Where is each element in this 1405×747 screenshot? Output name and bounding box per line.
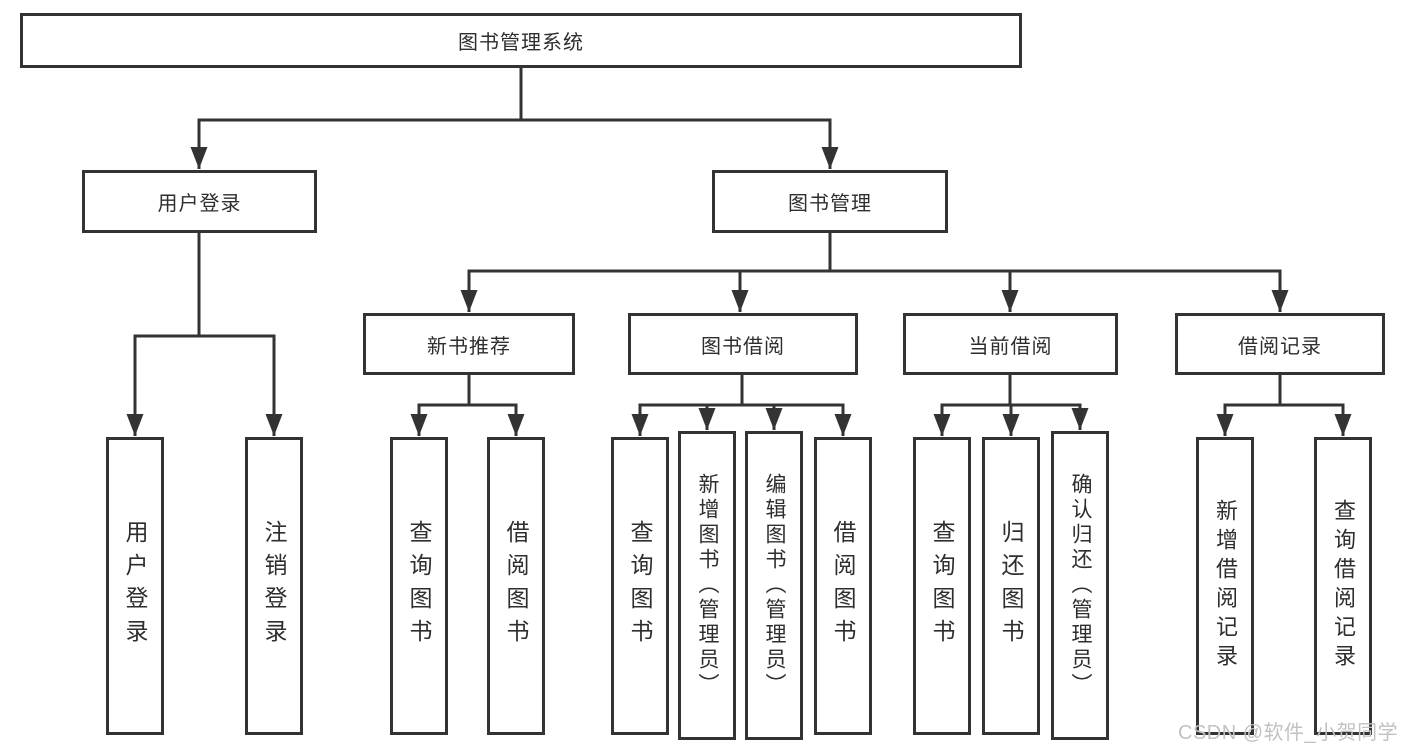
- watermark: CSDN @软件_小贺同学: [1178, 722, 1399, 744]
- leaf-label: 查询图书: [929, 520, 955, 652]
- leaf-label: 查询借阅记录: [1331, 499, 1356, 673]
- leaf-query-books-borrowing: 查询图书: [611, 437, 669, 735]
- leaf-query-borrow-record: 查询借阅记录: [1314, 437, 1372, 735]
- leaf-label: 借阅图书: [503, 520, 529, 652]
- node-label: 图书管理系统: [458, 32, 584, 54]
- node-label: 图书借阅: [701, 335, 785, 358]
- leaf-label: 新增图书（管理员）: [696, 473, 719, 698]
- leaf-return-books: 归还图书: [982, 437, 1040, 735]
- node-book-management: 图书管理: [712, 170, 948, 233]
- leaf-label: 查询图书: [627, 520, 653, 652]
- leaf-label: 编辑图书（管理员）: [763, 473, 786, 698]
- leaf-label: 新增借阅记录: [1213, 499, 1238, 673]
- node-label: 借阅记录: [1238, 335, 1322, 358]
- node-book-borrowing: 图书借阅: [628, 313, 858, 375]
- leaf-borrow-books-borrowing: 借阅图书: [814, 437, 872, 735]
- leaf-label: 确认归还（管理员）: [1069, 473, 1092, 698]
- leaf-add-borrow-record: 新增借阅记录: [1196, 437, 1254, 735]
- node-label: 当前借阅: [968, 335, 1053, 358]
- node-label: 新书推荐: [427, 335, 511, 358]
- node-new-book-recommendation: 新书推荐: [363, 313, 575, 375]
- leaf-label: 查询图书: [406, 520, 432, 652]
- node-user-login: 用户登录: [82, 170, 317, 233]
- leaf-confirm-return-admin: 确认归还（管理员）: [1051, 431, 1109, 740]
- leaf-label: 归还图书: [998, 520, 1024, 652]
- leaf-borrow-books-recommendation: 借阅图书: [487, 437, 545, 735]
- leaf-query-books-recommendation: 查询图书: [390, 437, 448, 735]
- leaf-edit-books-admin: 编辑图书（管理员）: [745, 431, 803, 740]
- node-borrowing-records: 借阅记录: [1175, 313, 1385, 375]
- node-label: 用户登录: [157, 193, 242, 215]
- leaf-label: 注销登录: [261, 520, 287, 652]
- node-current-borrowing: 当前借阅: [903, 313, 1118, 375]
- leaf-logout: 注销登录: [245, 437, 303, 735]
- leaf-label: 借阅图书: [830, 520, 856, 652]
- node-book-management-system: 图书管理系统: [20, 13, 1022, 68]
- leaf-label: 用户登录: [122, 520, 148, 652]
- leaf-add-books-admin: 新增图书（管理员）: [678, 431, 736, 740]
- leaf-query-books-current: 查询图书: [913, 437, 971, 735]
- node-label: 图书管理: [788, 193, 872, 215]
- leaf-user-login: 用户登录: [106, 437, 164, 735]
